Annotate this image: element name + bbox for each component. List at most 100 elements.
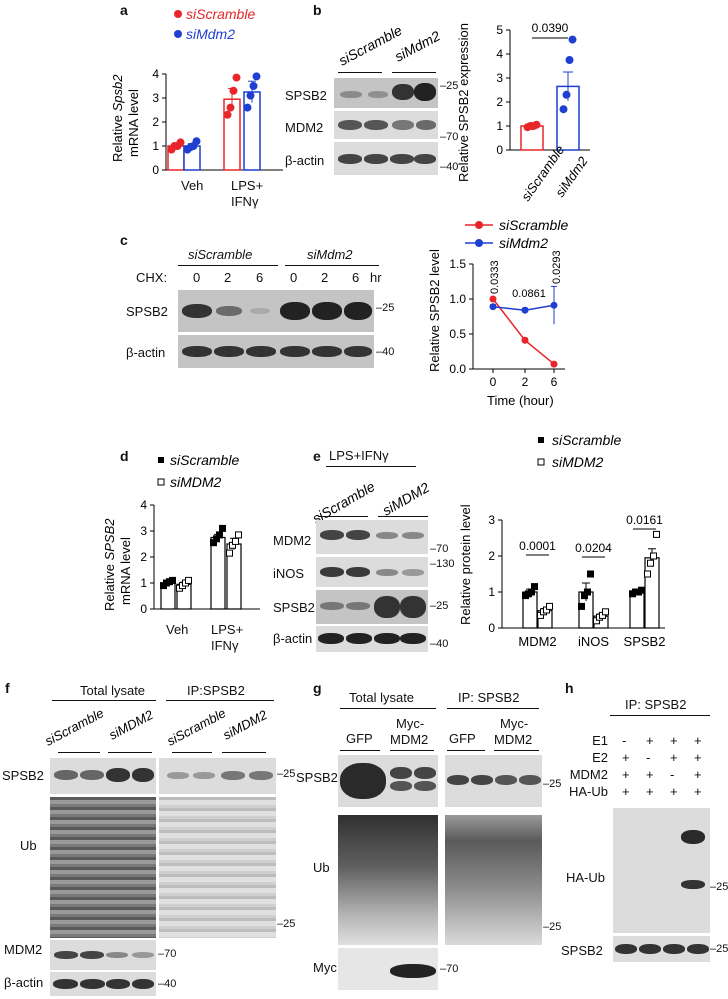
legend-e-siscramble: siScramble	[552, 432, 621, 448]
lane-underline-b2	[392, 72, 436, 73]
chart-b-ytick-label: 4	[496, 47, 503, 61]
legend-c-simdm2: siMdm2	[499, 235, 548, 251]
xgroup-d-veh: Veh	[166, 622, 189, 637]
blot-f-mdm2	[50, 940, 156, 970]
legend-d-simdm2: siMDM2	[170, 474, 222, 490]
xgroup-a-lps: LPS+	[231, 178, 264, 193]
lane-underline-g2	[390, 750, 434, 751]
row-label-e-actin: β-actin	[273, 631, 313, 646]
row-label-h-spsb2: SPSB2	[561, 943, 603, 958]
lane-g-myc2b: MDM2	[494, 732, 533, 747]
legend-a: siScramble siMdm2	[174, 6, 255, 42]
row-label-g-spsb2: SPSB2	[296, 770, 338, 785]
blot-g-ub-ip	[445, 815, 542, 945]
point-a	[249, 82, 258, 90]
point-a	[252, 72, 261, 81]
point-c-siScramble	[521, 336, 529, 344]
tp-c-3: 6	[256, 270, 264, 285]
row-label-g-myc: Myc	[313, 960, 337, 975]
point-d	[185, 576, 192, 584]
chart-a-ytick-label: 3	[152, 91, 159, 105]
pvalue-e-1: 0.0204	[575, 541, 612, 555]
chart-a-ytick-label: 2	[152, 115, 159, 129]
condition-label-ha-ub: HA-Ub	[568, 784, 608, 799]
row-label-c-spsb2: SPSB2	[126, 304, 168, 319]
header-underline-h	[610, 715, 710, 716]
blot-b-actin	[334, 142, 438, 175]
ylabel-a-post: mRNA level	[126, 89, 141, 157]
point-d	[232, 537, 239, 545]
blot-h-haub	[613, 808, 710, 933]
point-c-siScramble	[550, 360, 558, 368]
pvalue-c-6: 0.0293	[551, 250, 563, 284]
blot-g-myc	[338, 948, 438, 990]
row-label-b-spsb2: SPSB2	[285, 88, 327, 103]
chart-d-ytick-label: 1	[140, 576, 147, 590]
header-underline-g1	[340, 708, 436, 709]
condition-label-e1: E1	[592, 733, 608, 748]
lane-e-simdm2: siMDM2	[380, 479, 433, 519]
point-d	[219, 524, 226, 532]
point-d	[226, 549, 233, 557]
chart-b-ytick-label: 1	[496, 119, 503, 133]
pvalue-b: 0.0390	[532, 21, 569, 35]
row-label-g-ub: Ub	[313, 860, 330, 875]
chart-e: siScramble siMDM2 Relative protein level…	[458, 432, 665, 649]
group-c-siscramble: siScramble	[188, 247, 253, 262]
blot-h-spsb2	[613, 936, 710, 962]
legend-c: siScramble siMdm2	[465, 217, 568, 251]
row-label-b-mdm2: MDM2	[285, 120, 324, 135]
row-label-h-haub: HA-Ub	[566, 870, 606, 885]
ylabel-d-pre: Relative	[102, 560, 117, 611]
row-label-e-inos: iNOS	[273, 566, 305, 581]
mw-f-70: –70	[158, 948, 177, 960]
chart-c-ytick-label: 1.5	[449, 257, 466, 271]
mw-c-40: –40	[376, 346, 395, 358]
row-label-c-actin: β-actin	[126, 345, 166, 360]
condition-value: +	[670, 784, 678, 799]
ylabel-d-gene: SPSB2	[102, 518, 117, 561]
chart-d-ytick-label: 3	[140, 524, 147, 538]
lane-labels-e: siScramble siMDM2	[310, 478, 433, 527]
bar-a-siMdm2-1	[243, 91, 261, 171]
chart-b-ytick-label: 2	[496, 95, 503, 109]
point-c-siMdm2	[550, 301, 558, 309]
blot-b-spsb2	[334, 78, 438, 108]
blot-e-spsb2	[316, 590, 428, 624]
condition-value: -	[646, 750, 651, 765]
chart-e-ytick-label: 3	[488, 513, 495, 527]
condition-value: +	[646, 767, 654, 782]
blot-f-ub-ip	[159, 797, 276, 938]
lane-b-siscramble: siScramble	[336, 22, 405, 69]
chart-d: siScramble siMDM2 Relative SPSB2 mRNA le…	[102, 452, 260, 616]
chart-c-xtick-label: 0	[490, 375, 497, 389]
mw-g-25a: –25	[543, 778, 562, 790]
point-a	[246, 91, 255, 100]
condition-value: +	[622, 784, 630, 799]
chart-a-ytick-label: 4	[152, 67, 159, 81]
lane-f-2: siMDM2	[106, 707, 156, 743]
panel-label-d: d	[120, 448, 129, 464]
condition-value: +	[694, 750, 702, 765]
point-a	[243, 103, 252, 112]
blot-f-ub-total	[50, 797, 156, 938]
condition-label-mdm2: MDM2	[569, 767, 608, 782]
ylabel-d-post: mRNA level	[118, 537, 133, 605]
row-label-f-mdm2: MDM2	[4, 942, 43, 957]
chx-label: CHX:	[136, 270, 168, 285]
mw-h-25a: –25	[710, 881, 728, 893]
condition-value: +	[646, 784, 654, 799]
panel-label-h: h	[565, 680, 574, 696]
header-g-ip: IP: SPSB2	[458, 690, 520, 705]
mw-e-40: –40	[430, 638, 449, 650]
chart-a-ytick-label: 1	[152, 139, 159, 153]
point-d	[235, 531, 242, 539]
point-b	[562, 90, 571, 99]
tp-c-4: 0	[290, 270, 298, 285]
chart-b-ytick-label: 3	[496, 71, 503, 85]
blot-c-spsb2	[178, 290, 374, 332]
legend-siscramble: siScramble	[186, 6, 255, 22]
point-a	[229, 86, 238, 95]
